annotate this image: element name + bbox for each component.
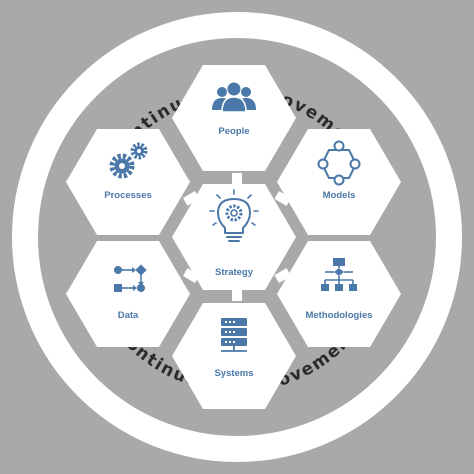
hexagon-methodologies-label: Methodologies xyxy=(305,310,372,321)
outer-ring xyxy=(12,12,462,462)
hexagon-strategy[interactable]: Strategy xyxy=(172,184,296,290)
hex-connectors xyxy=(182,173,292,301)
hierarchy-icon xyxy=(321,258,357,291)
hexagon-data-label: Data xyxy=(118,310,139,321)
hexagon-methodologies[interactable]: Methodologies xyxy=(277,241,401,347)
hexagon-processes[interactable]: Processes xyxy=(66,129,190,235)
hexagon-processes-label: Processes xyxy=(104,190,152,201)
lightbulb-gear-icon xyxy=(209,189,259,242)
hexagon-people-shape xyxy=(172,65,296,171)
server-stack-icon xyxy=(221,318,247,352)
hexagon-processes-shape xyxy=(66,129,190,235)
people-group-icon xyxy=(212,82,256,113)
hexagon-strategy-label: Strategy xyxy=(215,267,254,278)
hexagon-methodologies-shape xyxy=(277,241,401,347)
hexagon-systems-shape xyxy=(172,303,296,409)
hexagon-people-label: People xyxy=(218,126,249,137)
hexagon-people[interactable]: People xyxy=(172,65,296,171)
hexagon-systems-label: Systems xyxy=(214,368,253,379)
cycle-network-icon xyxy=(317,140,361,186)
hexagon-models-label: Models xyxy=(323,190,356,201)
gears-icon xyxy=(109,142,148,179)
hexagon-models[interactable]: Models xyxy=(277,129,401,235)
hexagon-systems[interactable]: Systems xyxy=(172,303,296,409)
hexagon-data[interactable]: Data xyxy=(66,241,190,347)
hexagon-data-shape xyxy=(66,241,190,347)
